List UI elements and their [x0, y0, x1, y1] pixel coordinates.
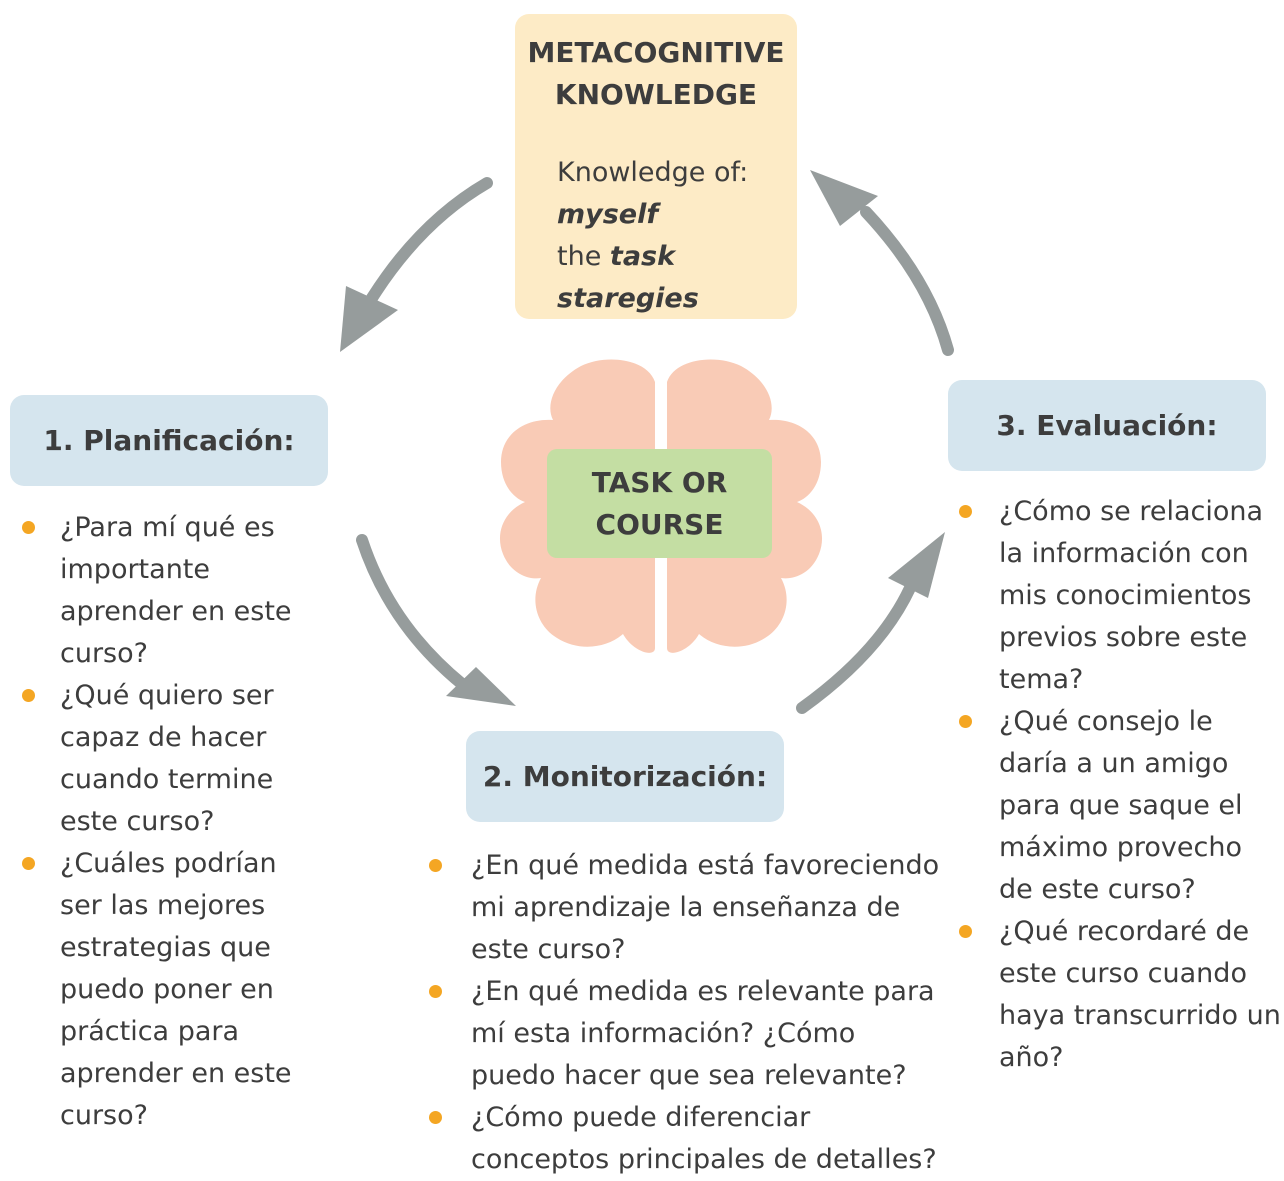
bullet-dot-icon [429, 1111, 442, 1124]
planning-question-1: ¿Para mí qué es importante aprender en e… [60, 512, 292, 669]
knowledge-item-myself: myself [557, 199, 659, 230]
evaluation-questions: ¿Cómo se relaciona la información con mi… [959, 491, 1284, 1079]
list-item: ¿Qué quiero ser capaz de hacer cuando te… [22, 675, 310, 843]
monitoring-questions: ¿En qué medida está favoreciendo mi apre… [429, 845, 941, 1181]
arrow-monitoring-to-evaluation [796, 582, 916, 714]
knowledge-item-strategies: staregies [557, 283, 699, 314]
metacognitive-knowledge-box: METACOGNITIVE KNOWLEDGE Knowledge of: my… [515, 14, 797, 319]
list-item: ¿En qué medida está favoreciendo mi apre… [429, 845, 941, 971]
list-item: ¿Cuáles podrían ser las mejores estrateg… [22, 843, 310, 1137]
evaluation-heading-box: 3. Evaluación: [948, 380, 1266, 471]
list-item: ¿Cómo puede diferenciar conceptos princi… [429, 1097, 941, 1181]
arrowhead-monitoring [446, 667, 516, 706]
planning-question-3: ¿Cuáles podrían ser las mejores estrateg… [60, 848, 292, 1131]
evaluation-question-1: ¿Cómo se relaciona la información con mi… [999, 496, 1264, 695]
monitoring-question-3: ¿Cómo puede diferenciar conceptos princi… [471, 1102, 937, 1175]
evaluation-title: 3. Evaluación: [996, 409, 1218, 442]
planning-heading-box: 1. Planificación: [10, 395, 328, 486]
bullet-dot-icon [429, 985, 442, 998]
task-or-course-label: TASK OR COURSE [585, 462, 735, 546]
planning-questions: ¿Para mí qué es importante aprender en e… [22, 507, 310, 1137]
evaluation-question-2: ¿Qué consejo le daría a un amigo para qu… [999, 706, 1243, 905]
list-item: ¿Qué recordaré de este curso cuando haya… [959, 911, 1284, 1079]
knowledge-intro: Knowledge of: [557, 157, 749, 188]
task-or-course-box: TASK OR COURSE [547, 449, 772, 558]
arrow-evaluation-to-meta [860, 206, 954, 356]
list-item: ¿Para mí qué es importante aprender en e… [22, 507, 310, 675]
arrowhead-planning [340, 286, 398, 352]
bullet-dot-icon [22, 521, 35, 534]
bullet-dot-icon [959, 925, 972, 938]
metacognitive-title-line2: KNOWLEDGE [554, 78, 758, 111]
planning-question-2: ¿Qué quiero ser capaz de hacer cuando te… [60, 680, 274, 837]
bullet-dot-icon [959, 715, 972, 728]
arrowhead-evaluation [888, 532, 945, 598]
monitoring-question-2: ¿En qué medida es relevante para mí esta… [471, 976, 935, 1091]
monitoring-question-1: ¿En qué medida está favoreciendo mi apre… [471, 850, 940, 965]
list-item: ¿En qué medida es relevante para mí esta… [429, 971, 941, 1097]
metacognitive-body: Knowledge of: myself the task staregies [557, 152, 748, 320]
evaluation-question-3: ¿Qué recordaré de este curso cuando haya… [999, 916, 1281, 1073]
metacognitive-title: METACOGNITIVE KNOWLEDGE [515, 32, 797, 116]
cycle-arrow-icon [356, 177, 954, 714]
planning-title: 1. Planificación: [43, 424, 295, 457]
list-item: ¿Qué consejo le daría a un amigo para qu… [959, 701, 1284, 911]
knowledge-item-task-line: the task [557, 236, 748, 278]
task-label-line1: TASK OR [591, 465, 728, 499]
bullet-dot-icon [22, 689, 35, 702]
arrow-meta-to-planning [366, 177, 493, 304]
list-item: ¿Cómo se relaciona la información con mi… [959, 491, 1284, 701]
metacognitive-title-line1: METACOGNITIVE [527, 36, 785, 69]
arrow-planning-to-monitoring [356, 534, 468, 690]
monitoring-heading-box: 2. Monitorización: [466, 731, 784, 822]
monitoring-title: 2. Monitorización: [482, 760, 768, 793]
bullet-dot-icon [429, 859, 442, 872]
knowledge-item-task: task [609, 241, 676, 272]
bullet-dot-icon [22, 857, 35, 870]
knowledge-item-task-prefix: the [557, 241, 610, 272]
arrowhead-meta [810, 170, 878, 226]
task-label-line2: COURSE [595, 507, 724, 541]
bullet-dot-icon [959, 505, 972, 518]
